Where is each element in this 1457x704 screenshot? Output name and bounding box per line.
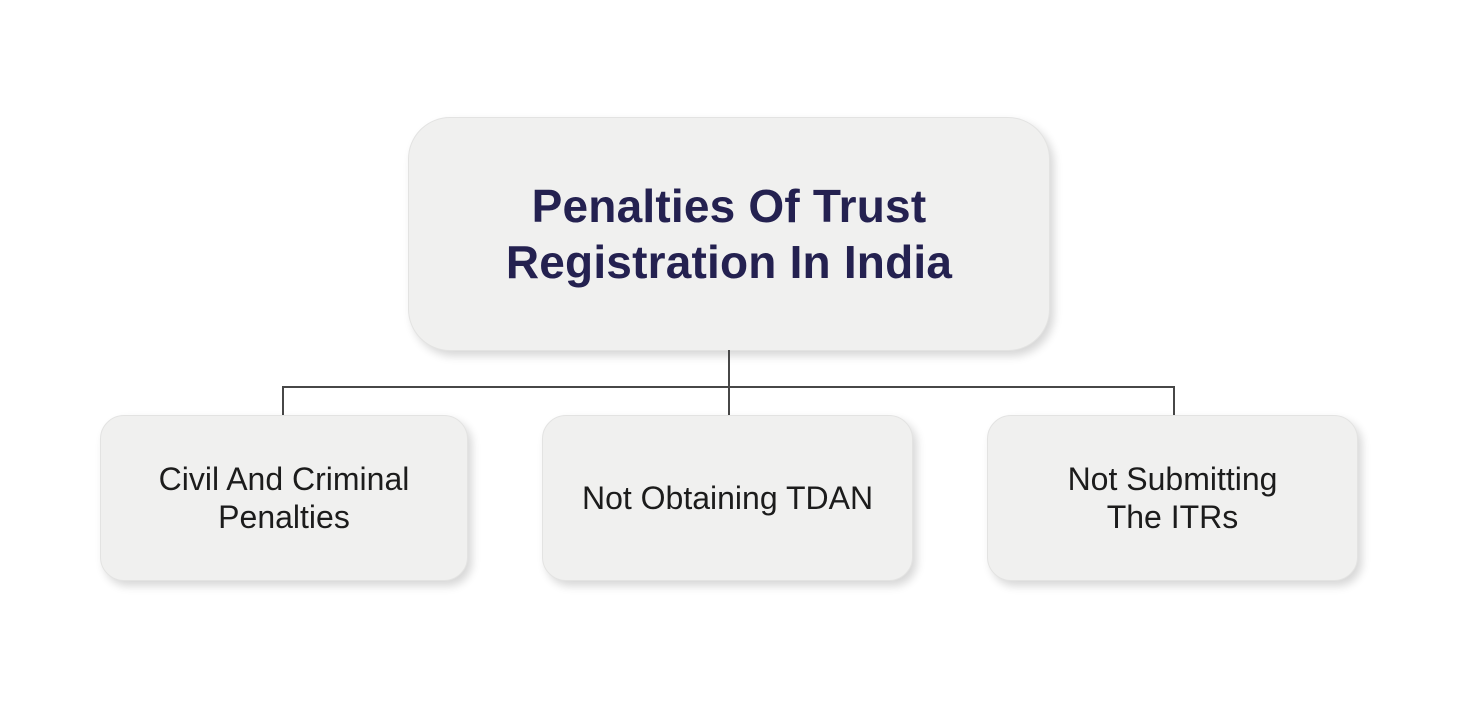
node-civil-and-criminal-penalties: Civil And Criminal Penalties [100,415,468,581]
node-root-penalties: Penalties Of Trust Registration In India [408,117,1050,351]
root-node-label: Penalties Of Trust Registration In India [505,180,953,288]
child-node-label: Civil And Criminal Penalties [158,461,410,535]
connector-drop-right [1173,386,1175,416]
connector-stem [728,350,730,418]
node-not-obtaining-tdan: Not Obtaining TDAN [542,415,913,581]
child-node-label: Not Submitting The ITRs [1067,461,1278,535]
connector-drop-left [282,386,284,416]
node-not-submitting-the-itrs: Not Submitting The ITRs [987,415,1358,581]
child-node-label: Not Obtaining TDAN [581,480,874,516]
connector-horizontal [282,386,1175,388]
